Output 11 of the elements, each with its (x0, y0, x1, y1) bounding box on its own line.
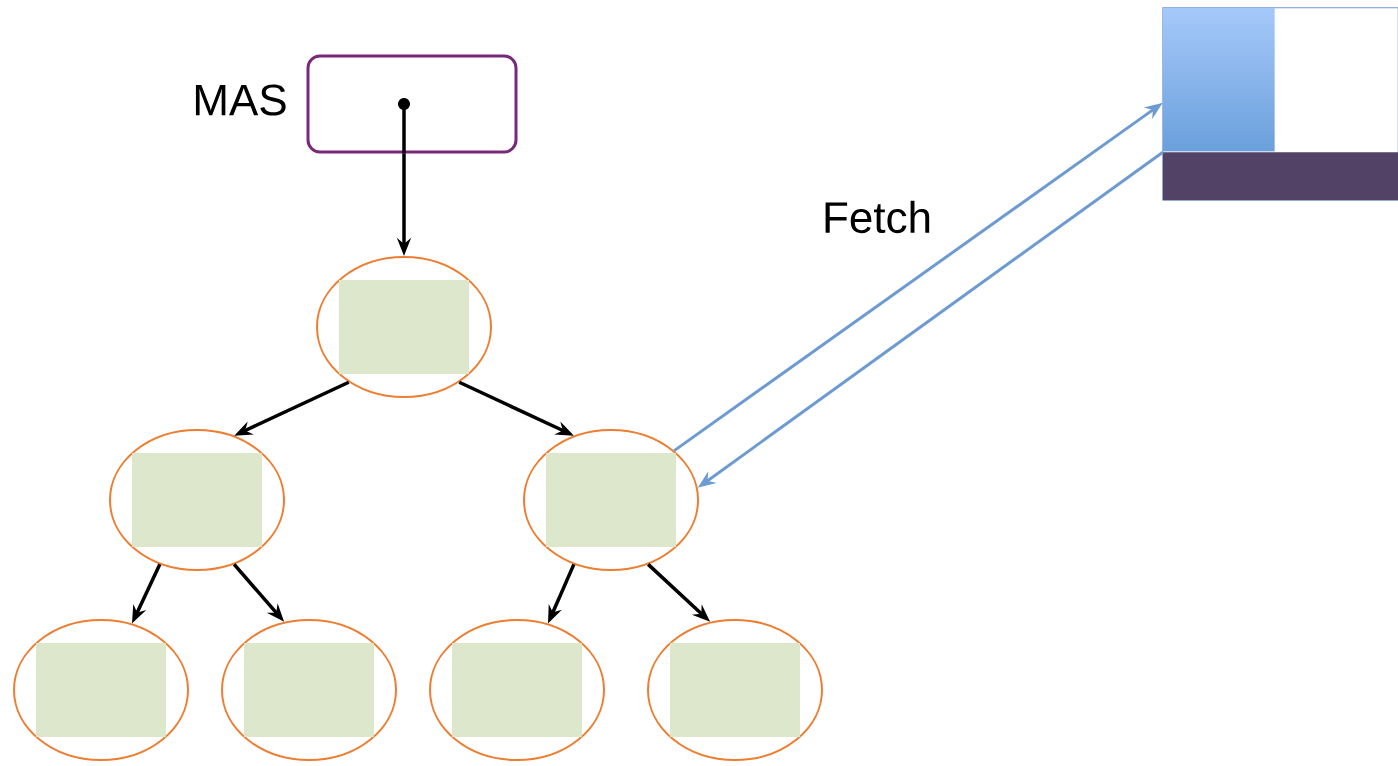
tree-node (109, 429, 285, 571)
register-box (306, 54, 518, 154)
tree-node (647, 619, 823, 761)
tree-node (316, 256, 492, 398)
tree-node (429, 619, 605, 761)
tree-node (523, 429, 699, 571)
box-label: MAS (195, 84, 286, 116)
memory-block (1162, 7, 1398, 201)
edge-label: Fetch (825, 200, 930, 234)
tree-node (221, 619, 397, 761)
tree-node (13, 619, 189, 761)
